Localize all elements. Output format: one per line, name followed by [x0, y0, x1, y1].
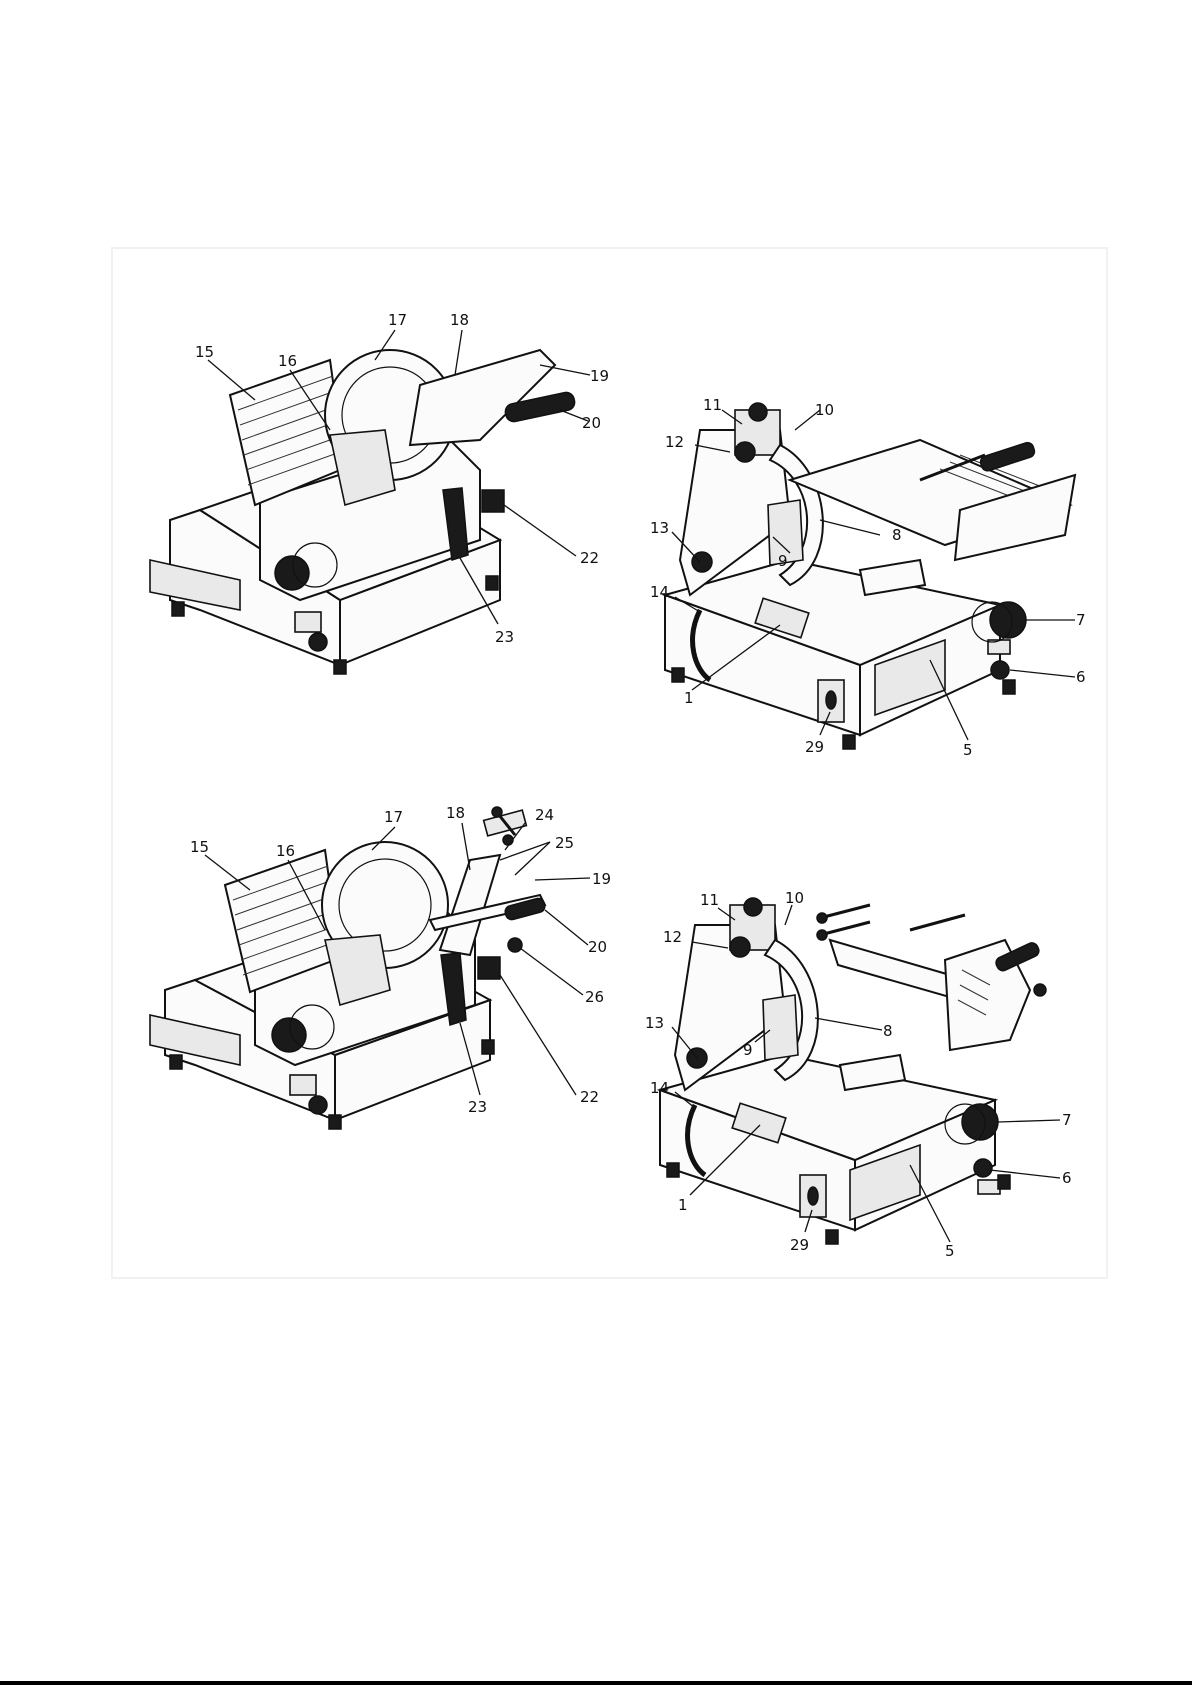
- callout-8: 8: [892, 526, 902, 544]
- lock-knob: [478, 957, 500, 979]
- view-bottom-left: 15 16 17 18 24 25 19 20 26 22 23: [150, 804, 611, 1129]
- callout-10: 10: [785, 889, 804, 907]
- callout-6: 6: [1076, 668, 1086, 686]
- callout-6: 6: [1062, 1169, 1072, 1187]
- slicer-drawing-top-left: [150, 350, 576, 674]
- thickness-knob: [272, 1018, 306, 1052]
- callout-29: 29: [805, 738, 824, 756]
- callout-16: 16: [278, 352, 297, 370]
- callout-15: 15: [190, 838, 209, 856]
- callout-20: 20: [582, 414, 601, 432]
- callout-22: 22: [580, 549, 599, 567]
- callout-17: 17: [388, 311, 407, 329]
- slicer-drawing-top-right: [665, 403, 1075, 749]
- pusher-handle: [979, 441, 1036, 472]
- callout-10: 10: [815, 401, 834, 419]
- callout-9: 9: [743, 1041, 753, 1059]
- callout-19: 19: [592, 870, 611, 888]
- thickness-knob: [275, 556, 309, 590]
- callout-24: 24: [535, 806, 554, 824]
- callout-5: 5: [963, 741, 973, 759]
- callout-18: 18: [446, 804, 465, 822]
- callout-1: 1: [678, 1196, 688, 1214]
- callout-18: 18: [450, 311, 469, 329]
- callout-1: 1: [684, 689, 694, 707]
- thickness-knob: [962, 1104, 998, 1140]
- callout-13: 13: [650, 519, 669, 537]
- page-bottom-border: [0, 1681, 1192, 1685]
- foot: [486, 576, 498, 590]
- callout-13: 13: [645, 1014, 664, 1032]
- callout-20: 20: [588, 938, 607, 956]
- view-bottom-right: 11 10 12 13 8 9 14 7 6 1 29 5: [645, 889, 1072, 1260]
- callout-22: 22: [580, 1088, 599, 1106]
- callout-7: 7: [1076, 611, 1086, 629]
- callout-12: 12: [663, 928, 682, 946]
- callout-16: 16: [276, 842, 295, 860]
- foot: [172, 602, 184, 616]
- callout-12: 12: [665, 433, 684, 451]
- callout-29: 29: [790, 1236, 809, 1254]
- callout-26: 26: [585, 988, 604, 1006]
- callout-11: 11: [703, 396, 722, 414]
- callout-5: 5: [945, 1242, 955, 1260]
- view-top-left: 15 16 17 18 19 20 22 23: [150, 311, 609, 674]
- callout-15: 15: [195, 343, 214, 361]
- view-top-right: 11 10 12 13 8 9 14 7 6 1 29 5: [650, 396, 1086, 759]
- callout-7: 7: [1062, 1111, 1072, 1129]
- callout-14: 14: [650, 1079, 669, 1097]
- callout-9: 9: [778, 552, 788, 570]
- callout-11: 11: [700, 891, 719, 909]
- lock-knob: [482, 490, 504, 512]
- callout-8: 8: [883, 1022, 893, 1040]
- callout-17: 17: [384, 808, 403, 826]
- callout-14: 14: [650, 583, 669, 601]
- callout-25: 25: [555, 834, 574, 852]
- foot: [334, 660, 346, 674]
- callout-19: 19: [590, 367, 609, 385]
- callout-23: 23: [468, 1098, 487, 1116]
- callout-23: 23: [495, 628, 514, 646]
- thickness-knob: [990, 602, 1026, 638]
- slicer-drawing-bottom-right: [660, 898, 1046, 1244]
- slicer-drawing-bottom-left: [150, 807, 546, 1129]
